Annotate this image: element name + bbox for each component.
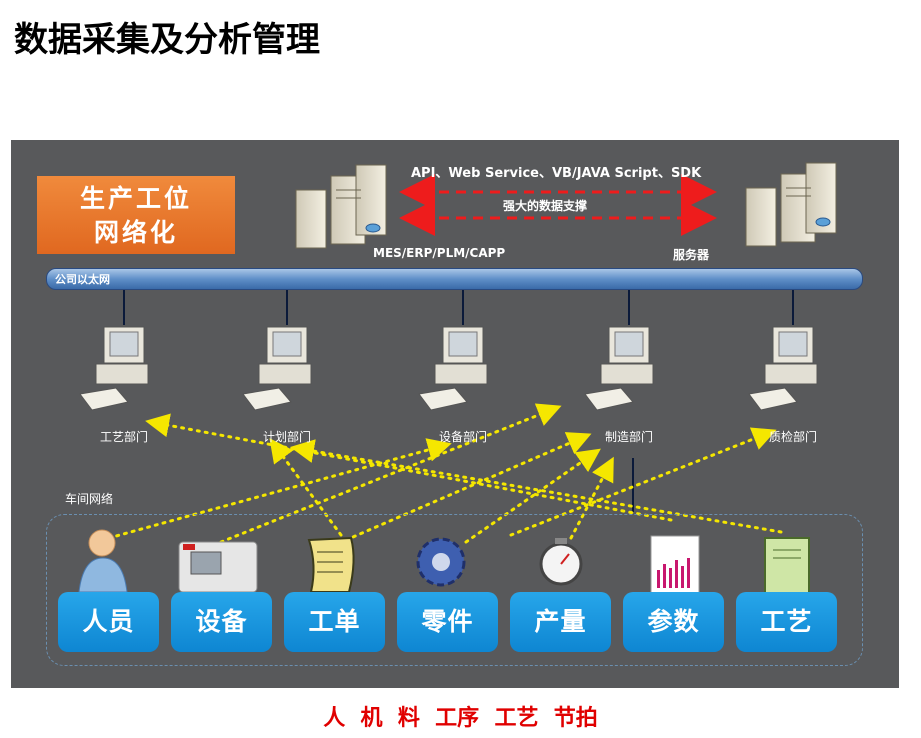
dept-label-equipment: 设备部门 <box>438 430 487 444</box>
gear-icon <box>416 537 466 587</box>
api-label: API、Web Service、VB/JAVA Script、SDK <box>411 166 702 181</box>
dept-label-process: 工艺部门 <box>99 430 148 444</box>
workshop-label: 车间网络 <box>65 492 114 506</box>
category-process: 工艺 <box>736 592 837 652</box>
category-parts: 零件 <box>397 592 498 652</box>
diagram-graphics <box>78 162 837 595</box>
category-equipment: 设备 <box>171 592 272 652</box>
dept-label-planning: 计划部门 <box>262 430 311 444</box>
category-work-order: 工单 <box>284 592 385 652</box>
computer-icon <box>584 326 654 411</box>
workstation-label-line1: 生产工位 <box>79 184 192 213</box>
ethernet-bus: 公司以太网 <box>46 268 863 290</box>
server-right-icon <box>745 162 837 247</box>
machine-icon <box>178 541 258 593</box>
stopwatch-icon <box>539 538 583 586</box>
process-doc-icon <box>764 537 810 595</box>
category-parameters: 参数 <box>623 592 724 652</box>
dept-label-manufacturing: 制造部门 <box>604 430 653 444</box>
workstation-network-box: 生产工位 网络化 <box>37 176 235 254</box>
computer-icon <box>418 326 488 411</box>
data-support-label: 强大的数据支撑 <box>503 199 588 213</box>
category-personnel: 人员 <box>58 592 159 652</box>
workstation-label-line2: 网络化 <box>93 218 178 247</box>
page-title: 数据采集及分析管理 <box>14 20 320 60</box>
person-icon <box>78 529 128 593</box>
dept-label-quality: 质检部门 <box>768 430 817 444</box>
category-output: 产量 <box>510 592 611 652</box>
computer-icon <box>79 326 149 411</box>
subtitle: 人 机 料 工序 工艺 节拍 <box>323 706 598 731</box>
server-label: 服务器 <box>673 248 710 262</box>
chart-sheet-icon <box>650 535 700 595</box>
ethernet-label: 公司以太网 <box>55 273 110 286</box>
server-left-icon <box>295 164 387 249</box>
mes-label: MES/ERP/PLM/CAPP <box>373 246 506 260</box>
computer-icon <box>242 326 312 411</box>
computer-icon <box>748 326 818 411</box>
diagram-panel: 生产工位 网络化 API、Web Service、VB/JAVA Script、… <box>11 140 899 688</box>
workshop-network-area <box>46 514 863 666</box>
